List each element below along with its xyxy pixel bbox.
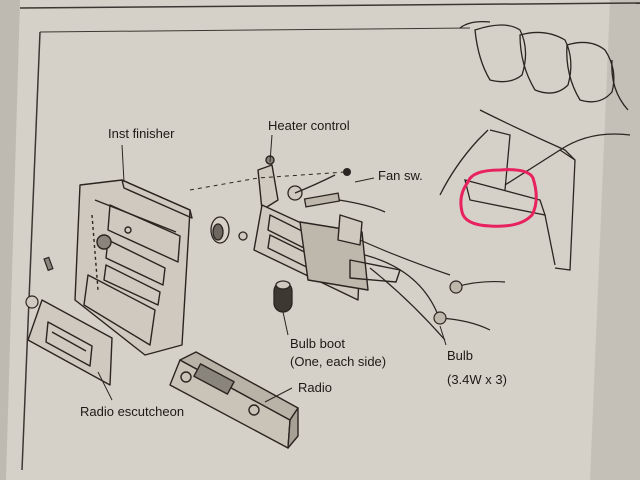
fan-switch-part — [287, 174, 386, 213]
bulb-part — [433, 280, 463, 325]
leader-bulb-boot — [282, 311, 289, 336]
label-bulb-boot: Bulb boot — [290, 336, 345, 351]
label-bulb-boot-note: (One, each side) — [290, 354, 386, 369]
leader-escutcheon — [97, 371, 113, 401]
frame-inner-top — [39, 27, 471, 33]
radio-part — [169, 351, 299, 449]
label-radio-escutcheon: Radio escutcheon — [80, 404, 184, 419]
leader-bulb — [439, 325, 447, 346]
label-bulb: Bulb — [447, 348, 473, 363]
frame-left — [21, 31, 41, 471]
leader-radio — [264, 387, 293, 403]
heater-control-part — [253, 155, 401, 301]
inst-finisher-part — [74, 179, 193, 356]
leader-fan-sw — [354, 177, 375, 183]
leader-heater — [269, 134, 273, 163]
radio-escutcheon-part — [27, 299, 113, 386]
frame-top — [19, 2, 640, 9]
label-heater-control: Heater control — [268, 118, 350, 133]
red-highlight-circle — [459, 168, 538, 228]
screw-part — [25, 256, 54, 309]
label-fan-sw: Fan sw. — [378, 168, 423, 183]
page-shadow-right — [590, 0, 640, 480]
label-bulb-spec: (3.4W x 3) — [447, 372, 507, 387]
knob-part — [210, 216, 248, 244]
bulb-boot-part — [273, 280, 293, 313]
page-shadow-left — [0, 0, 20, 480]
heater-screw — [343, 168, 351, 176]
dashboard-illustration — [439, 20, 631, 271]
label-inst-finisher: Inst finisher — [108, 126, 175, 141]
label-radio: Radio — [298, 380, 332, 395]
leader-inst-finisher — [121, 144, 125, 183]
